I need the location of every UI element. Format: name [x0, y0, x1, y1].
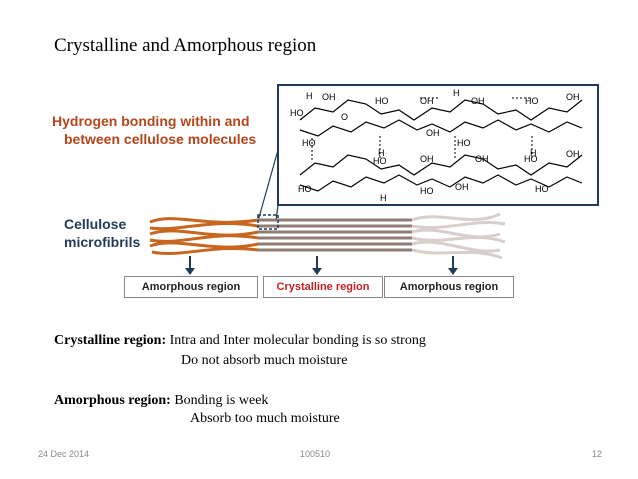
amorphous-region-left-label: Amorphous region: [124, 276, 258, 298]
amorphous-text1: Bonding is week: [170, 393, 269, 408]
atom-label: OH: [475, 154, 489, 164]
atom-label: OH: [322, 92, 336, 102]
slide-title: Crystalline and Amorphous region: [54, 35, 317, 56]
atom-label: OH: [426, 128, 440, 138]
footer-page-number: 12: [592, 449, 603, 459]
atom-label: HO: [373, 156, 387, 166]
atom-label: HO: [302, 138, 316, 148]
atom-label: HO: [375, 96, 389, 106]
atom-label: OH: [420, 154, 434, 164]
footer-date: 24 Dec 2014: [38, 449, 90, 459]
hydrogen-bonding-label-line2: between cellulose molecules: [64, 131, 257, 147]
selection-dashed-box: [257, 214, 279, 230]
molecule-chain-top: [299, 99, 583, 137]
atom-label: OH: [471, 96, 485, 106]
hydrogen-bonding-label: Hydrogen bonding within and between cell…: [52, 112, 282, 148]
microfibrils-label: Cellulose microfibrils: [64, 215, 140, 251]
microfibrils-label-line2: microfibrils: [64, 234, 141, 250]
connector-line-top: [275, 204, 279, 222]
crystalline-heading: Crystalline region:: [54, 333, 167, 348]
amorphous-region-right-label: Amorphous region: [384, 276, 514, 298]
fibres-amorphous-right: [411, 212, 506, 260]
crystalline-description-line1: Crystalline region: Intra and Inter mole…: [54, 333, 426, 349]
atom-label: H: [306, 91, 313, 101]
atom-label: OH: [455, 182, 469, 192]
atom-label: HO: [290, 108, 304, 118]
footer-code: 100510: [300, 449, 331, 459]
atom-label: HO: [525, 96, 539, 106]
amorphous-description-line1: Amorphous region: Bonding is week: [54, 393, 268, 409]
crystalline-region-label: Crystalline region: [263, 276, 383, 298]
connector-line-left: [257, 149, 279, 222]
atom-label: HO: [535, 184, 549, 194]
hydrogen-bonding-label-line1: Hydrogen bonding within and: [52, 113, 250, 129]
region-arrows: [185, 256, 458, 275]
crystalline-text1: Intra and Inter molecular bonding is so …: [166, 333, 426, 348]
crystalline-description-line2: Do not absorb much moisture: [181, 353, 348, 368]
hydrogen-bond-lines: [311, 97, 533, 160]
microfibrils-label-line1: Cellulose: [64, 216, 127, 232]
molecule-chain-bottom: [299, 154, 583, 192]
atom-label: H: [530, 148, 537, 158]
amorphous-description-line2: Absorb too much moisture: [190, 411, 340, 426]
atom-label: H: [380, 193, 387, 203]
fibres-amorphous-left: [149, 217, 259, 256]
fibres-crystalline: [258, 218, 412, 252]
atom-label: HO: [420, 186, 434, 196]
atom-label: OH: [420, 96, 434, 106]
atom-label: HO: [457, 138, 471, 148]
atom-label: OH: [566, 92, 580, 102]
atom-label: H: [453, 88, 460, 98]
atom-label: HO: [524, 154, 538, 164]
amorphous-heading: Amorphous region:: [54, 393, 171, 408]
atom-label: OH: [566, 149, 580, 159]
atom-label: HO: [298, 184, 312, 194]
atom-label: H: [378, 148, 385, 158]
atom-label: O: [341, 112, 348, 122]
